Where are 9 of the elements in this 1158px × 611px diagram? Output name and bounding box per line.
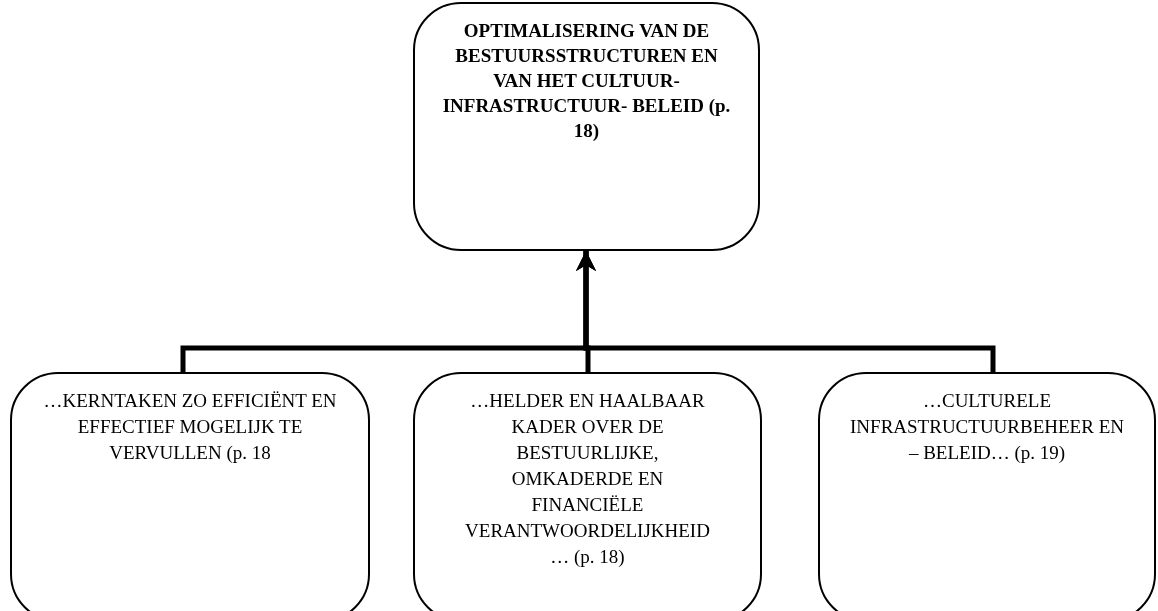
heading-text: OPTIMALISERING VAN DE BESTUURSSTRUCTUREN EN VAN HET CULTUUR- INFRASTRUCTUUR- BELEID (p. 18) [441,19,732,143]
rounded-box [10,372,370,611]
box-text: …HELDER EN HAALBAAR KADER OVER DE BESTUURLIJKE, OMKADERDE EN FINANCIËLE VERANTWOORDELIJKHEID … (p. 18) [464,389,711,569]
rounded-box [413,372,762,611]
connector-arrow [576,251,996,372]
rounded-box [818,372,1156,611]
box-text: …CULTURELE INFRASTRUCTUURBEHEER EN – BELEID… (p. 19) [850,389,1124,465]
box-text: …KERNTAKEN ZO EFFICIËNT EN EFFECTIEF MOGELIJK TE VERVULLEN (p. 18 [42,389,338,465]
rounded-box [413,2,760,251]
